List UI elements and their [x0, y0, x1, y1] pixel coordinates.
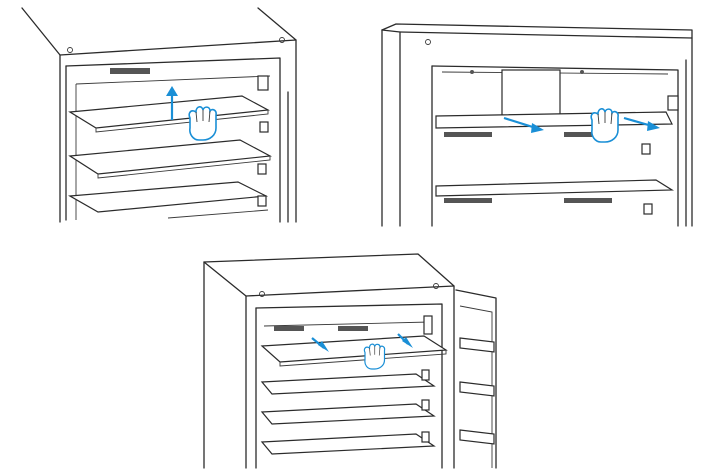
rear-slot	[338, 326, 368, 331]
cabinet-top	[381, 23, 693, 39]
forward-arrow-icon	[311, 337, 329, 352]
door-bin	[459, 381, 495, 397]
hinge-screw	[425, 39, 431, 45]
step-1-lift-shelf-panel	[0, 0, 310, 228]
shelf-support	[423, 315, 433, 335]
hinge-screw	[259, 291, 265, 297]
interior-top	[255, 303, 443, 469]
shelf-support	[259, 121, 269, 133]
shelf-1-front	[95, 110, 269, 133]
rear-slot	[564, 198, 612, 203]
forward-arrow-icon	[623, 116, 660, 131]
shelf-4-edge	[167, 209, 269, 219]
forward-arrow-icon	[397, 333, 413, 348]
interior-rear-edge	[75, 75, 271, 85]
door-inner	[459, 305, 493, 468]
up-arrow-icon	[166, 86, 178, 120]
shelf-3	[260, 403, 436, 425]
shelf-2	[260, 373, 436, 395]
shelf-2	[68, 139, 273, 175]
cabinet-top	[21, 7, 297, 56]
shelf-1-sliding	[260, 335, 448, 363]
shelf-support	[641, 143, 651, 155]
step-3-slide-shelf-panel	[198, 246, 502, 472]
shelf-4	[260, 433, 436, 455]
shelf-3	[68, 181, 269, 213]
shelf-support	[421, 431, 430, 443]
interior-back-top	[65, 57, 281, 223]
hinge-screw	[279, 37, 285, 43]
hand-icon	[188, 106, 217, 141]
rear-slot	[444, 198, 492, 203]
rear-vent	[110, 68, 150, 74]
shelf-1-front	[279, 350, 447, 367]
cabinet-side	[381, 29, 401, 227]
interior-rear-edge	[263, 321, 431, 327]
shelf-1	[68, 95, 270, 129]
shelf-support	[257, 163, 267, 175]
shelf-support	[643, 203, 653, 215]
shelf-support	[421, 399, 430, 411]
step-1-illustration	[21, 7, 297, 223]
cabinet-top	[203, 253, 455, 297]
step-3-illustration	[203, 253, 497, 469]
step-2-illustration	[381, 23, 693, 227]
shelf-2	[435, 179, 675, 197]
hand-icon	[363, 343, 386, 370]
open-door	[455, 289, 497, 469]
door-bin	[459, 429, 495, 445]
shelf-1	[435, 111, 673, 129]
door-bin	[459, 337, 495, 353]
shelf-support	[257, 195, 267, 207]
control-box	[501, 69, 561, 117]
shelf-support	[421, 369, 430, 381]
shelf-2-front	[97, 156, 271, 179]
hinge-screw	[67, 47, 73, 53]
screw	[580, 70, 584, 74]
shelf-support	[667, 95, 679, 111]
shelf-support-top	[257, 75, 269, 91]
rear-slot	[274, 326, 304, 331]
screw	[470, 70, 474, 74]
hinge-screw	[433, 283, 439, 289]
step-2-pull-shelf-panel	[376, 20, 698, 230]
rear-slot	[564, 132, 612, 137]
interior-top	[431, 65, 679, 227]
hand-icon	[590, 108, 619, 143]
forward-arrow-icon	[503, 116, 544, 133]
rear-slot	[444, 132, 492, 137]
